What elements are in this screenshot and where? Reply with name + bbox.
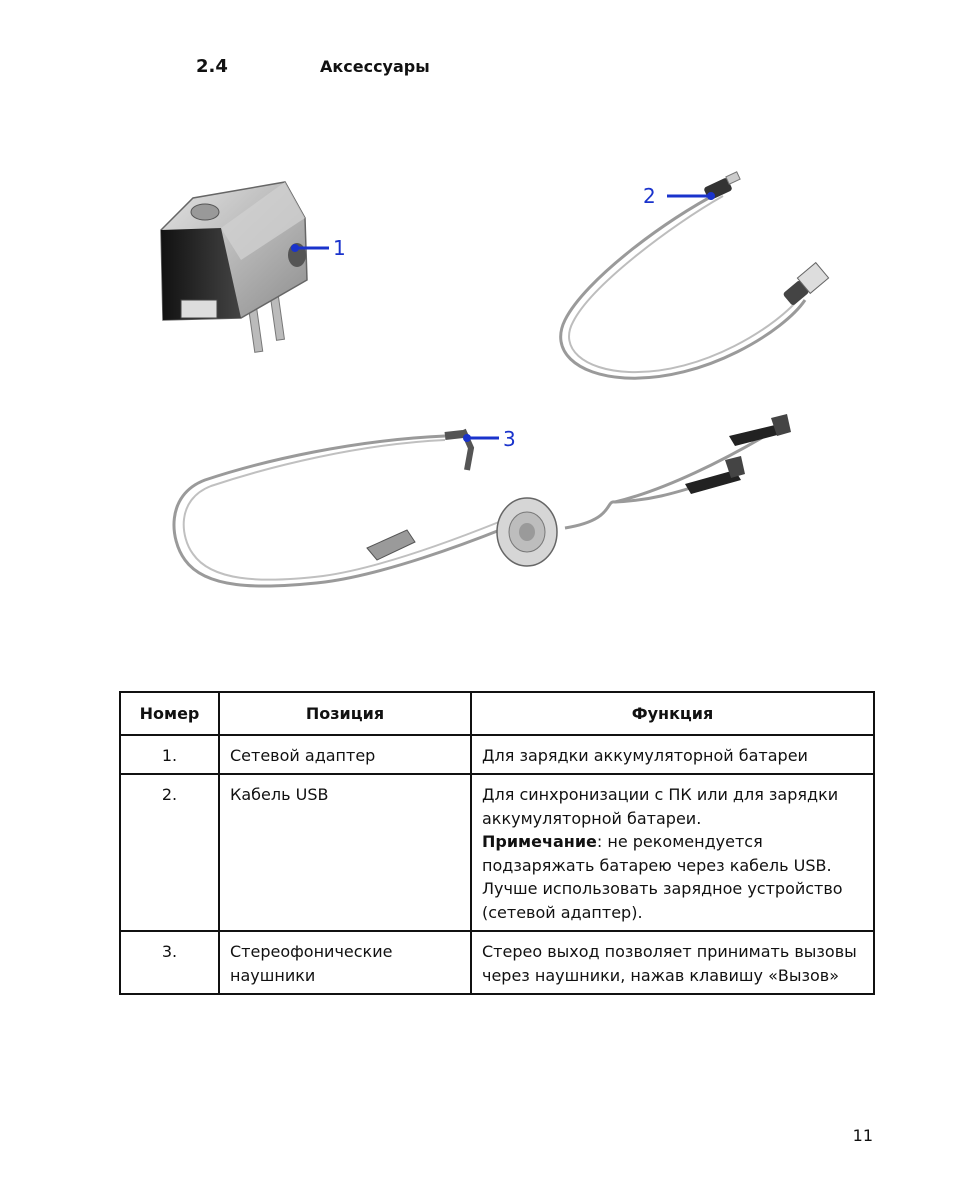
callout-3: 3 [503,427,516,451]
note-label: Примечание [482,832,597,851]
callout-1: 1 [333,236,346,260]
row-number: 1. [119,733,220,775]
table-header-row: Номер Позиция Функция [119,691,875,736]
section-title: Аксессуары [320,57,430,76]
page-number: 11 [852,1126,873,1145]
note-text: : не рекомендуется подзаряжать батарею ч… [482,832,843,922]
accessories-illustration: 1 2 3 [160,171,830,588]
section-heading: 2.4 Аксессуары [196,56,430,77]
row-item: Кабель USB [218,773,472,932]
row-item: Сетевой адаптер [218,733,472,775]
table-row: 2. Кабель USB Для синхронизации с ПК или… [119,773,875,932]
table-row: 1. Сетевой адаптер Для зарядки аккумулят… [119,733,875,775]
section-number: 2.4 [196,56,228,77]
row-item: Стереофонические наушники [218,930,472,995]
callout-2: 2 [643,184,656,208]
table-row: 3. Стереофонические наушники Стерео выхо… [119,930,875,995]
column-header-item: Позиция [218,691,472,736]
row-function: Для синхронизации с ПК или для зарядки а… [470,773,875,932]
usb-cable-image [559,171,830,380]
row-function: Стерео выход позволяет принимать вызовы … [470,930,875,995]
column-header-function: Функция [470,691,875,736]
row-function-text: Для синхронизации с ПК или для зарядки а… [482,785,839,828]
wall-adapter-image [160,181,308,353]
row-number: 3. [119,930,220,995]
column-header-number: Номер [119,691,220,736]
stereo-headset-image [172,414,791,588]
accessories-table: Номер Позиция Функция 1. Сетевой адаптер… [119,691,875,995]
row-number: 2. [119,773,220,932]
row-function: Для зарядки аккумуляторной батареи [470,733,875,775]
